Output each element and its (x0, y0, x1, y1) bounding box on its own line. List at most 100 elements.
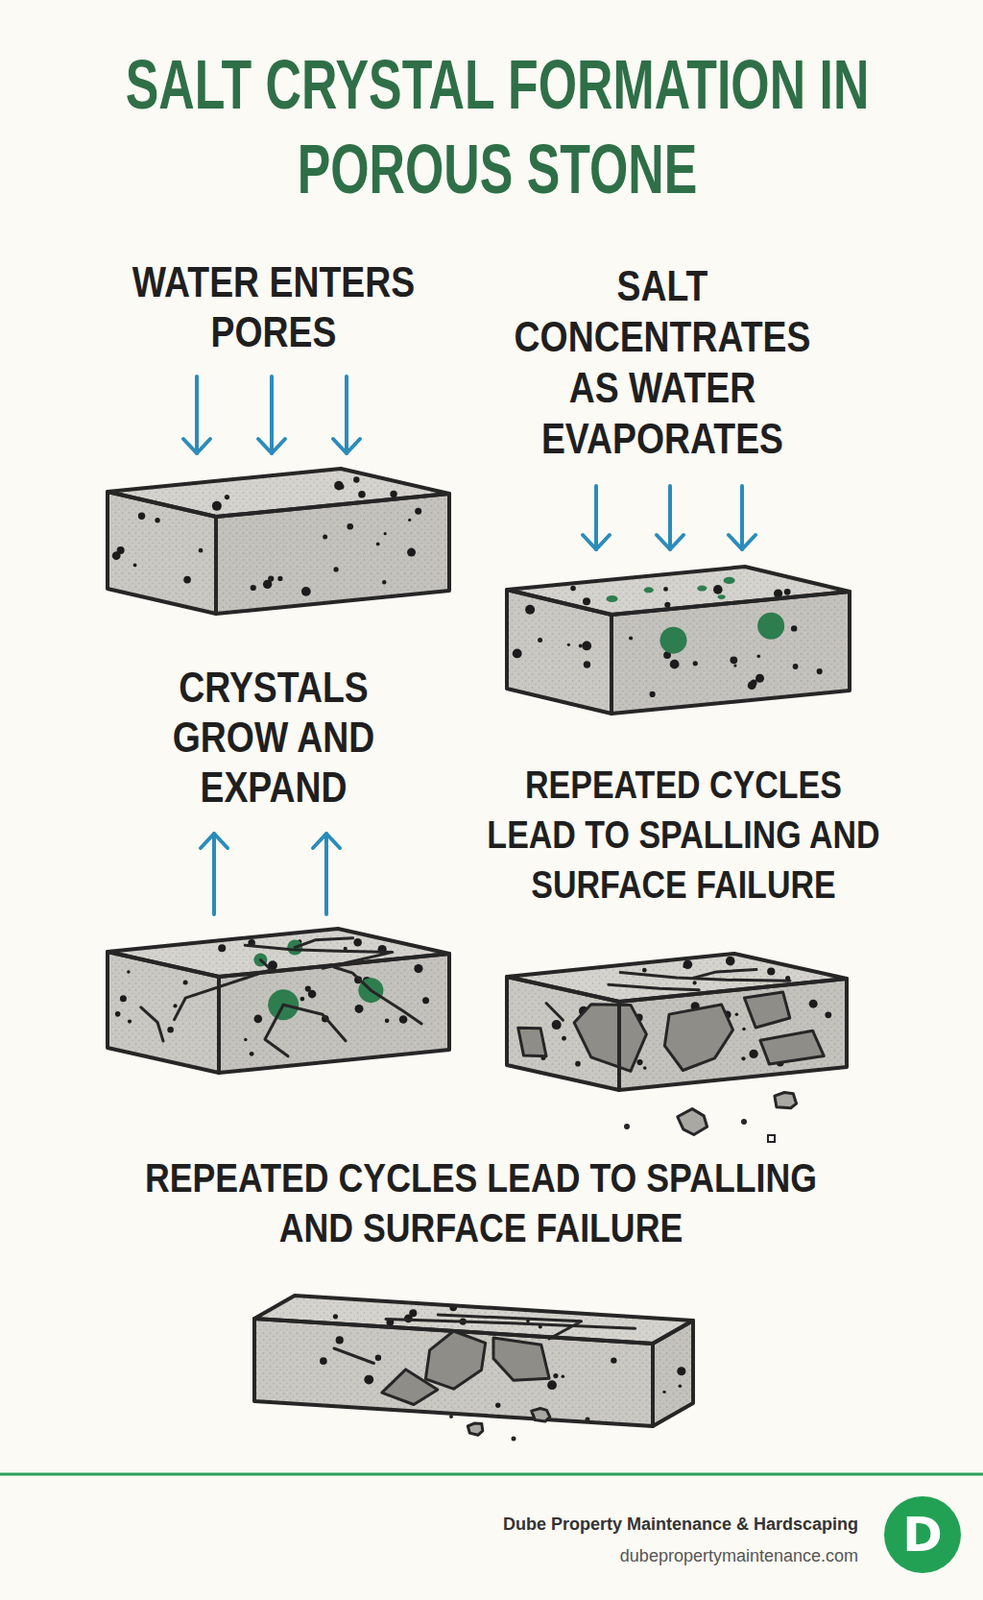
pore (670, 659, 680, 670)
stone-face (107, 951, 219, 1073)
pore (407, 518, 411, 522)
step-label: SALT CONCENTRATES AS WATER EVAPORATES (499, 260, 826, 464)
pore (756, 654, 761, 659)
spalled-area (518, 1027, 547, 1056)
stone-face (611, 591, 850, 714)
pore (750, 679, 758, 687)
pore (119, 994, 127, 1002)
pore (537, 637, 543, 643)
pore (154, 517, 160, 523)
stone-texture (254, 1318, 653, 1426)
pore (334, 480, 344, 491)
pore (383, 531, 387, 535)
flow-arrow (212, 833, 216, 914)
pore (389, 490, 397, 498)
crack (370, 989, 422, 1024)
pore (581, 641, 592, 651)
flow-arrow (740, 485, 744, 550)
pore (748, 1049, 758, 1058)
pore (167, 1026, 174, 1033)
pore (784, 588, 792, 596)
pore (642, 967, 648, 973)
debris (467, 1422, 483, 1435)
pore (115, 1010, 121, 1017)
stone-block (506, 566, 850, 714)
arrow-head (582, 534, 610, 550)
pore (741, 1055, 745, 1060)
stone-face (506, 589, 612, 714)
salt-crystal (644, 586, 654, 593)
pore (663, 586, 669, 592)
flow-arrow (269, 376, 274, 454)
block-outline (218, 953, 450, 1073)
block-outline (254, 1294, 694, 1343)
salt-crystal (696, 585, 707, 592)
pore (742, 1027, 746, 1031)
pore (333, 566, 338, 572)
debris (774, 1092, 797, 1108)
pore (224, 494, 230, 500)
pore (172, 1003, 177, 1007)
footer-rule (0, 1472, 983, 1476)
stone-texture (506, 589, 612, 714)
debris (511, 1436, 517, 1441)
arrow-head (656, 534, 684, 550)
pore (649, 691, 656, 697)
arrow-head (728, 534, 756, 550)
pore (678, 1383, 683, 1388)
pore (133, 563, 138, 568)
pore (212, 501, 222, 511)
crack (334, 966, 371, 990)
flow-arrow (324, 833, 329, 914)
pore (217, 943, 226, 952)
pore (407, 548, 416, 557)
debris (741, 1118, 747, 1125)
stone-face (107, 491, 216, 614)
pore (767, 966, 775, 975)
pore (422, 996, 430, 1004)
flow-arrow (344, 376, 349, 454)
pore (335, 1335, 344, 1343)
pore (547, 1379, 557, 1390)
pore (414, 507, 422, 515)
crack (141, 1006, 164, 1041)
salt-crystal (606, 595, 619, 602)
pore (636, 1058, 643, 1065)
arrow-head (312, 833, 340, 848)
spalled-area (574, 1004, 647, 1072)
pore (713, 584, 723, 595)
stone-texture (652, 1319, 694, 1426)
pore (512, 648, 523, 659)
pore (755, 673, 765, 683)
block-outline (107, 951, 219, 1073)
step-label: WATER ENTERS PORES (110, 257, 437, 358)
block-outline (506, 976, 620, 1090)
flow-arrow (668, 485, 672, 550)
step-label: REPEATED CYCLES LEAD TO SPALLING AND SUR… (479, 759, 888, 910)
salt-crystal (718, 594, 726, 600)
pore (277, 575, 283, 581)
stone-texture (107, 951, 219, 1073)
pore (729, 655, 738, 664)
pore (399, 1014, 408, 1024)
spalled-area (760, 1030, 824, 1064)
pore (495, 1402, 501, 1408)
pore (127, 1018, 132, 1023)
salt-crystal (757, 612, 785, 640)
debris (623, 1123, 630, 1129)
pore (254, 1014, 264, 1024)
pore (183, 979, 189, 984)
crack (694, 969, 757, 979)
arrow-head (183, 438, 211, 454)
stone-block (107, 468, 450, 614)
spalled-area (382, 1368, 438, 1405)
pore (735, 1011, 740, 1016)
diagram-title: SALT CRYSTAL FORMATION IN POROUS STONE (89, 42, 906, 212)
stone-face (652, 1319, 694, 1426)
crack (385, 1318, 635, 1329)
pore (578, 644, 583, 648)
pore (198, 548, 204, 553)
block-outline (611, 591, 850, 714)
website-url: dubepropertymaintenance.com (620, 1544, 859, 1566)
pore (363, 1374, 374, 1385)
